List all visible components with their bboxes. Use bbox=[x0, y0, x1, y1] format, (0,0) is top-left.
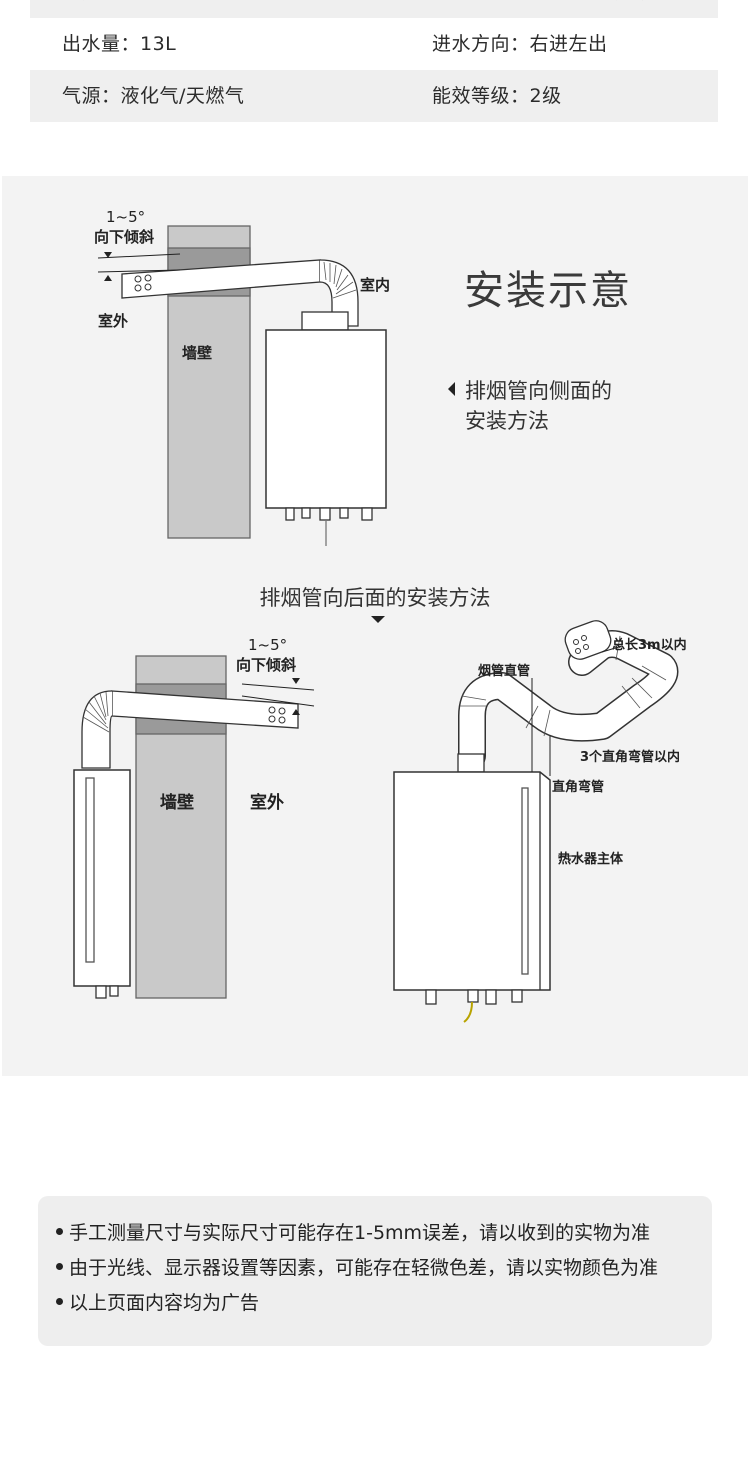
heater-top bbox=[265, 329, 387, 509]
wall-label-bottom: 墙壁 bbox=[160, 793, 194, 813]
heater-body-label: 热水器主体 bbox=[558, 852, 624, 867]
spec-energy-grade: 能效等级：2级 bbox=[432, 85, 562, 107]
spec-row: 出水量：13L 进水方向：右进左出 bbox=[30, 18, 718, 70]
notice-item: 手工测量尺寸与实际尺寸可能存在1-5mm误差，请以收到的实物为准 bbox=[56, 1216, 712, 1251]
elbow-pipe-top bbox=[319, 259, 359, 327]
bullet-icon bbox=[56, 1298, 63, 1305]
heater-side bbox=[73, 769, 131, 987]
elbow-label: 直角弯管 bbox=[552, 780, 605, 795]
angle-label-top: 1~5° bbox=[106, 208, 146, 226]
straight-pipe-label: 烟管直管 bbox=[478, 664, 531, 679]
notice-item: 由于光线、显示器设置等因素，可能存在轻微色差，请以实物颜色为准 bbox=[56, 1251, 712, 1286]
indoor-label-top: 室内 bbox=[360, 276, 391, 294]
parts-diagram bbox=[393, 620, 679, 1023]
side-method-line1: 排烟管向侧面的 bbox=[465, 379, 612, 403]
back-install-diagram bbox=[73, 655, 315, 999]
spec-row: 气源：液化气/天燃气 能效等级：2级 bbox=[30, 70, 718, 122]
tilt-label-bottom: 向下倾斜 bbox=[236, 656, 297, 674]
side-method-line2: 安装方法 bbox=[465, 409, 549, 433]
notice-text: 由于光线、显示器设置等因素，可能存在轻微色差，请以实物颜色为准 bbox=[69, 1257, 659, 1279]
notice-text: 手工测量尺寸与实际尺寸可能存在1-5mm误差，请以收到的实物为准 bbox=[69, 1222, 651, 1244]
spec-control-mode: 控制方式：电脑控制/分段燃烧 bbox=[432, 0, 692, 18]
notice-box: 手工测量尺寸与实际尺寸可能存在1-5mm误差，请以收到的实物为准 由于光线、显示… bbox=[38, 1196, 712, 1346]
spec-table: 外形尺寸： 控制方式：电脑控制/分段燃烧 出水量：13L 进水方向：右进左出 气… bbox=[30, 0, 718, 122]
bullet-icon bbox=[56, 1263, 63, 1270]
spec-water-output: 出水量：13L bbox=[62, 33, 177, 55]
spec-inlet-direction: 进水方向：右进左出 bbox=[432, 33, 608, 55]
caret-down-icon bbox=[371, 616, 385, 623]
heater-body bbox=[393, 771, 551, 991]
side-install-diagram bbox=[97, 225, 387, 546]
bullet-icon bbox=[56, 1228, 63, 1235]
spec-dimensions: 外形尺寸： bbox=[62, 0, 160, 18]
notice-item: 以上页面内容均为广告 bbox=[56, 1286, 712, 1321]
installation-illustration bbox=[73, 225, 679, 1023]
outdoor-label-top: 室外 bbox=[98, 312, 129, 330]
notice-text: 以上页面内容均为广告 bbox=[69, 1292, 260, 1314]
caret-left-icon bbox=[448, 382, 455, 396]
outdoor-label-bottom: 室外 bbox=[250, 793, 284, 813]
angle-label-bottom: 1~5° bbox=[248, 636, 288, 654]
install-title: 安装示意 bbox=[464, 268, 632, 314]
back-method-caption: 排烟管向后面的安装方法 bbox=[259, 586, 491, 610]
side-method-caption: 排烟管向侧面的 安装方法 bbox=[448, 376, 612, 436]
elbow-limit-label: 3个直角弯管以内 bbox=[580, 750, 681, 765]
installation-diagram-panel: 安装示意 排烟管向侧面的 安装方法 排烟管向后面的安装方法 1~5° 向下倾斜 … bbox=[2, 176, 748, 1076]
spec-gas-source: 气源：液化气/天燃气 bbox=[62, 85, 245, 107]
spec-row: 外形尺寸： 控制方式：电脑控制/分段燃烧 bbox=[30, 0, 718, 18]
tilt-label-top: 向下倾斜 bbox=[94, 228, 155, 246]
total-length-label: 总长3m以内 bbox=[612, 638, 687, 653]
wall-label-top: 墙壁 bbox=[182, 344, 213, 362]
